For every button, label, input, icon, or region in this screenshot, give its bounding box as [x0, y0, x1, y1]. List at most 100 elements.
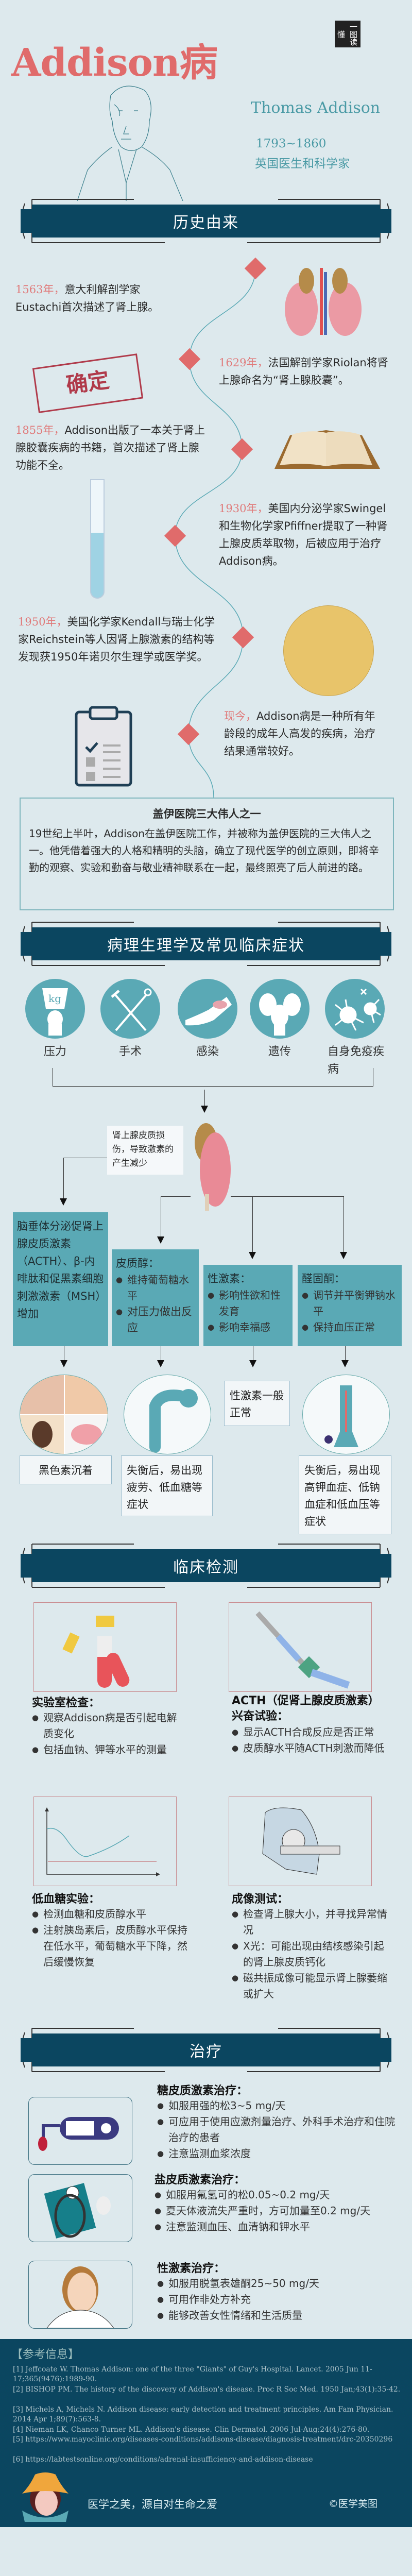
lab-test-section: 实验室检查： 观察Addison病是否引起电解质变化 包括血钠、钾等水平的测量	[32, 1693, 186, 1758]
blood-pressure-icon	[302, 1375, 390, 1454]
box-bullet: 对压力做出反应	[116, 1304, 195, 1336]
test-bullet: 检查肾上腺大小，并寻找异常情况	[232, 1906, 389, 1938]
adrenal-kidney-illustration	[195, 1123, 231, 1211]
box-title: 盖伊医院三大伟人之一	[152, 808, 261, 820]
box-bullet: 影响幸福感	[208, 1319, 288, 1335]
autoimmune-antibody-icon	[325, 979, 385, 1039]
glucose-curve-image	[33, 1797, 177, 1886]
test-bullet: 注射胰岛素后，皮质醇水平保持在低水平，葡萄糖水平下降，然后缓慢恢复	[32, 1922, 192, 1970]
section-banner-tests: 临床检测	[10, 1543, 402, 1588]
box-bullet: 保持血压正常	[302, 1319, 398, 1335]
arrow-down-icon	[201, 1106, 208, 1113]
arrow-down-icon	[341, 1360, 349, 1367]
arrow-down-icon	[249, 1252, 256, 1259]
kidney-illustration	[285, 268, 362, 336]
box-title: 皮质醇：	[116, 1257, 159, 1269]
pigmentation-images	[20, 1375, 108, 1454]
test-bullet: 包括血钠、钾等水平的测量	[32, 1742, 186, 1758]
avatar-icon	[22, 2472, 68, 2522]
page-title: Addison病	[11, 41, 218, 85]
timeline-year: 1855年，	[15, 424, 65, 436]
section-title: 治疗	[21, 2033, 391, 2066]
treatment-bullet: 可应用于使用应激剂量治疗、外科手术治疗和住院治疗的患者	[157, 2114, 399, 2146]
person-role: 英国医生和科学家	[255, 157, 350, 171]
guys-hospital-box: 盖伊医院三大伟人之一 19世纪上半叶，Addison在盖伊医院工作，并被称为盖伊…	[20, 798, 394, 910]
timeline-year: 1563年，	[15, 283, 65, 296]
nobel-medal-illustration	[283, 605, 374, 696]
timeline-year: 现今，	[224, 710, 256, 722]
box-title: 醛固酮：	[302, 1273, 345, 1285]
infection-arm-icon	[178, 979, 237, 1039]
cortisol-box: 皮质醇： 维持葡萄糖水平 对压力做出反应	[112, 1249, 199, 1346]
reference-item: [3] Michels A, Michels N. Addison diseas…	[13, 2405, 393, 2424]
test-bullet: 皮质醇水平随ACTH刺激而降低	[232, 1740, 386, 1756]
timeline-text: 法国解剖学家Riolan将肾上腺命名为“肾上腺胶囊”。	[219, 357, 388, 386]
bracket-line	[53, 1086, 373, 1087]
treatment-bullet: 如服用脱氢表雄酮25~50 mg/天	[157, 2276, 399, 2292]
sex-hormone-box: 性激素： 影响性欲和性发育 影响幸福感	[203, 1265, 293, 1346]
timeline-item-1855: 1855年，Addison出版了一本关于肾上腺胶囊疾病的书籍，首次描述了肾上腺功…	[15, 421, 206, 474]
result-sex-hormone: 性激素一般正常	[224, 1381, 290, 1426]
svg-text:kg: kg	[48, 992, 61, 1005]
cause-label: 遗传	[268, 1045, 291, 1058]
syringe-image	[229, 1602, 372, 1692]
arrow-down-icon	[249, 1360, 256, 1367]
footer-slogan: 医学之美，源自对生命之爱	[88, 2498, 217, 2511]
timeline-text: 美国化学家Kendall与瑞士化学家Reichstein等人因肾上腺激素的结构等…	[18, 616, 215, 663]
box-bullet: 影响性欲和性发育	[208, 1287, 288, 1319]
timeline-year: 1930年，	[219, 502, 268, 515]
mri-scanner-image	[229, 1797, 372, 1886]
timeline-text: 意大利解剖学家Eustachi首次描述了肾上腺。	[15, 283, 159, 313]
connector-line	[345, 1346, 346, 1362]
treatment-bullet: 如服用强的松3~5 mg/天	[157, 2098, 399, 2114]
reference-item: [4] Nieman LK, Chanco Turner ML. Addison…	[13, 2426, 370, 2434]
timeline-item-today: 现今，Addison病是一种所有年龄段的成年人高发的疾病，治疗结果通常较好。	[224, 707, 381, 760]
treatment-bullet: 夏天体液流失严重时，方可加量至0.2 mg/天	[154, 2203, 402, 2219]
timeline-item-1950: 1950年，美国化学家Kendall与瑞士化学家Reichstein等人因肾上腺…	[18, 613, 216, 666]
result-cortisol-imbalance: 失衡后，易出现疲劳、低血糖等症状	[121, 1455, 213, 1516]
footer-copyright: ©医学美图	[329, 2498, 378, 2510]
treatment-bullet: 可用作非处方补充	[157, 2292, 399, 2308]
result-pigmentation: 黑色素沉着	[20, 1455, 112, 1484]
reference-item: [2] BISHOP PM. The history of the discov…	[13, 2385, 401, 2394]
box-bullet: 调节并平衡钾钠水平	[302, 1287, 398, 1319]
arrow-down-icon	[157, 1360, 164, 1367]
glucocorticoid-treatment: 糖皮质激素治疗： 如服用强的松3~5 mg/天 可应用于使用应激剂量治疗、外科手…	[157, 2081, 399, 2162]
reference-item: [1] Jeffcoate W. Thomas Addison: one of …	[13, 2365, 372, 2383]
section-banner-treatment: 治疗	[10, 2027, 402, 2073]
connector-line	[231, 1196, 344, 1197]
treatment-bullet: 如服用氟氢可的松0.05~0.2 mg/天	[154, 2187, 402, 2203]
treatment-bullet: 能够改善女性情绪和生活质量	[157, 2308, 399, 2324]
connector-line	[161, 1196, 191, 1197]
arrow-down-icon	[60, 1360, 67, 1367]
hypoglycemia-test-section: 低血糖实验： 检测血糖和皮质醇水平 注射胰岛素后，皮质醇水平保持在低水平，葡萄糖…	[32, 1890, 192, 1970]
test-title: 成像测试：	[232, 1893, 289, 1906]
connector-line	[63, 1158, 64, 1200]
arrow-down-icon	[60, 1198, 67, 1206]
blood-tubes-image	[33, 1602, 177, 1692]
footer	[0, 2339, 412, 2527]
test-bullet: 磁共振成像可能显示肾上腺萎缩或扩大	[232, 1970, 389, 2002]
cause-label: 手术	[118, 1045, 142, 1058]
treatment-bullet: 注意监测血压、血清钠和钾水平	[154, 2219, 402, 2235]
timeline-text: 美国内分泌学家Swingel和生物化学家Pfiffner提取了一种肾上腺皮质萃取…	[219, 502, 388, 567]
treatment-bullet: 注意监测血浆浓度	[157, 2146, 399, 2162]
timeline-text: Addison出版了一本关于肾上腺胶囊疾病的书籍，首次描述了肾上腺功能不全。	[15, 424, 205, 471]
box-text: 19世纪上半叶，Addison在盖伊医院工作，并被称为盖伊医院的三大伟人之一。他…	[29, 827, 379, 874]
test-bullet: 观察Addison病是否引起电解质变化	[32, 1710, 186, 1742]
woman-portrait-icon	[28, 2261, 132, 2329]
mineralocorticoid-treatment: 盐皮质激素治疗： 如服用氟氢可的松0.05~0.2 mg/天 夏天体液流失严重时…	[154, 2171, 402, 2235]
test-title: ACTH（促肾上腺皮质激素）兴奋试验：	[232, 1694, 380, 1723]
portrait-sketch	[77, 86, 183, 201]
logo-stamp: 一图读懂	[335, 21, 360, 47]
section-banner-history: 历史由来	[10, 198, 402, 244]
treatment-title: 盐皮质激素治疗：	[154, 2174, 246, 2187]
pituitary-hormone-box: 脑垂体分泌促肾上腺皮质激素（ACTH）、β-内啡肽和促黑素细胞刺激激素（MSH）…	[13, 1212, 108, 1346]
box-bullet: 维持葡萄糖水平	[116, 1272, 195, 1304]
connector-line	[204, 1090, 205, 1108]
imaging-test-section: 成像测试： 检查肾上腺大小，并寻找异常情况 X光：可能出现由结核感染引起的肾上腺…	[232, 1890, 389, 2002]
section-banner-pathophysiology: 病理生理学及常见临床症状	[10, 921, 402, 967]
surgery-tools-icon	[100, 979, 160, 1039]
timeline-item-1563: 1563年，意大利解剖学家Eustachi首次描述了肾上腺。	[15, 281, 180, 316]
treatment-title: 糖皮质激素治疗：	[157, 2084, 248, 2097]
